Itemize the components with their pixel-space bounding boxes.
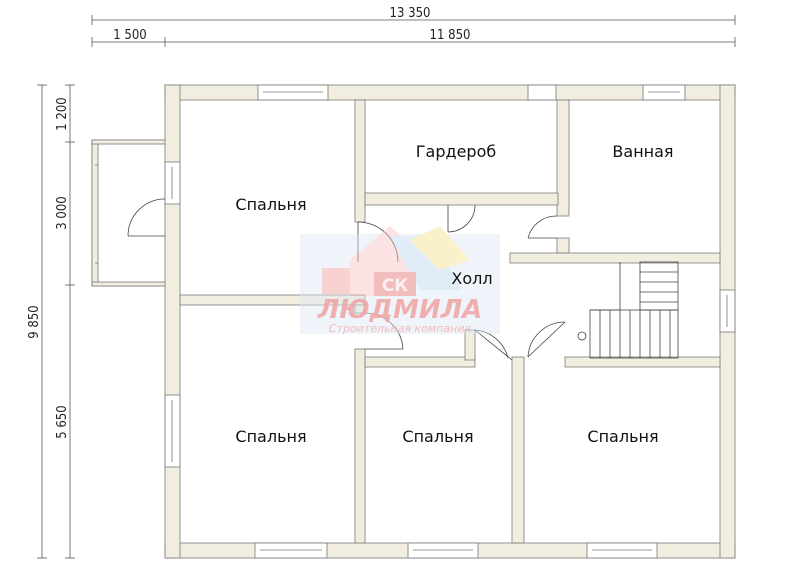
room-label-bedroom-bottom-middle: Спальня [402, 427, 473, 446]
room-label-wardrobe: Гардероб [416, 142, 496, 161]
watermark-logo [300, 226, 500, 334]
dim-porch-width: 1 500 [113, 28, 146, 43]
room-label-bedroom-bottom-left: Спальня [235, 427, 306, 446]
doors [127, 198, 566, 361]
dim-porch-height: 3 000 [55, 196, 70, 229]
watermark-badge: СК [382, 276, 408, 296]
dim-porch-top: 1 200 [55, 97, 70, 130]
watermark-tagline: Строительная компания [329, 322, 472, 335]
dimension-lines [37, 15, 736, 559]
staircase [577, 261, 679, 359]
porch [91, 139, 167, 287]
windows [164, 84, 736, 559]
dim-total-width: 13 350 [390, 6, 431, 21]
room-label-bedroom-bottom-right: Спальня [587, 427, 658, 446]
dim-total-height: 9 850 [27, 305, 42, 338]
room-label-hall: Холл [451, 269, 492, 288]
dim-lower-height: 5 650 [55, 405, 70, 438]
dim-house-width: 11 850 [430, 28, 471, 43]
room-label-bathroom: Ванная [612, 142, 673, 161]
watermark-name: ЛЮДМИЛА [317, 295, 483, 325]
room-label-bedroom-top-left: Спальня [235, 195, 306, 214]
